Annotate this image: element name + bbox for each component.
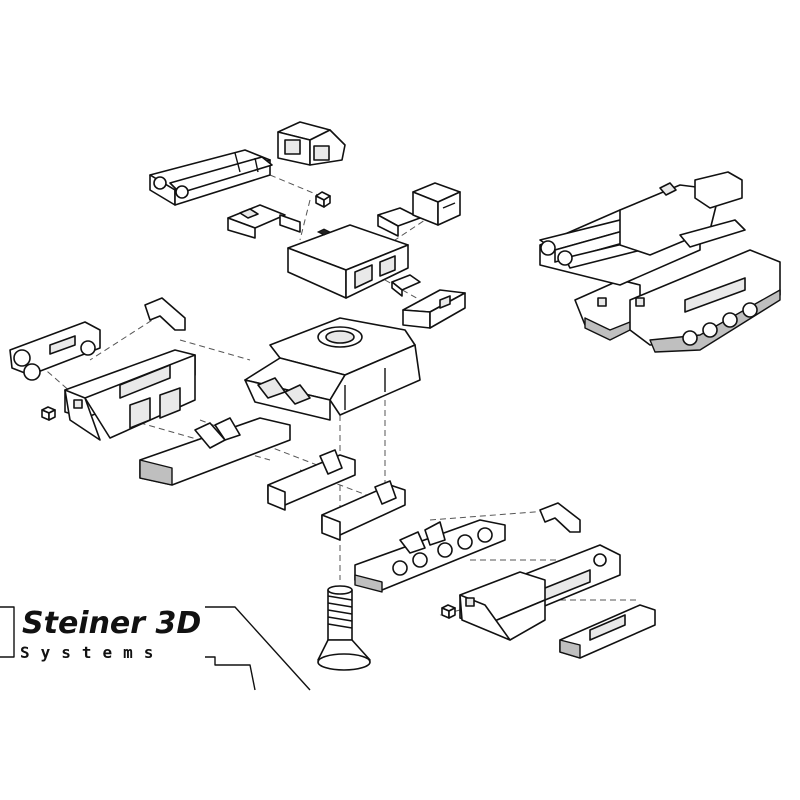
turret-latch-part <box>391 274 421 297</box>
left-track-pin-part <box>144 297 186 331</box>
track-connector-upper <box>267 449 356 511</box>
logo-frame <box>0 606 311 691</box>
left-track-body-part <box>64 349 196 441</box>
right-track-body-part <box>459 571 546 641</box>
right-track-bottom-plate-part <box>559 604 656 659</box>
left-track-linkage-part <box>9 321 101 381</box>
right-track-cube-part <box>441 604 456 619</box>
brand-logo-title: Steiner 3D <box>22 606 202 641</box>
turret-sight-blocks-part <box>277 121 346 166</box>
turret-side-bracket-left <box>227 204 301 239</box>
hull-body-part <box>244 317 421 421</box>
assembled-tank-illustration <box>539 171 781 353</box>
turret-hatch-cube-part <box>412 182 461 226</box>
turret-rear-plate-part <box>402 289 466 329</box>
brand-logo-tagline: Systems <box>20 643 165 662</box>
small-cube-part <box>315 191 331 208</box>
right-track-pin-part <box>539 502 581 533</box>
left-track-cube-part <box>41 406 56 421</box>
gun-barrels-part <box>149 149 273 206</box>
right-track-wheel-strip-part <box>354 519 506 593</box>
mounting-screw-part <box>317 585 371 671</box>
track-connector-lower <box>321 480 406 541</box>
left-track-bottom-plate-part <box>139 417 291 486</box>
